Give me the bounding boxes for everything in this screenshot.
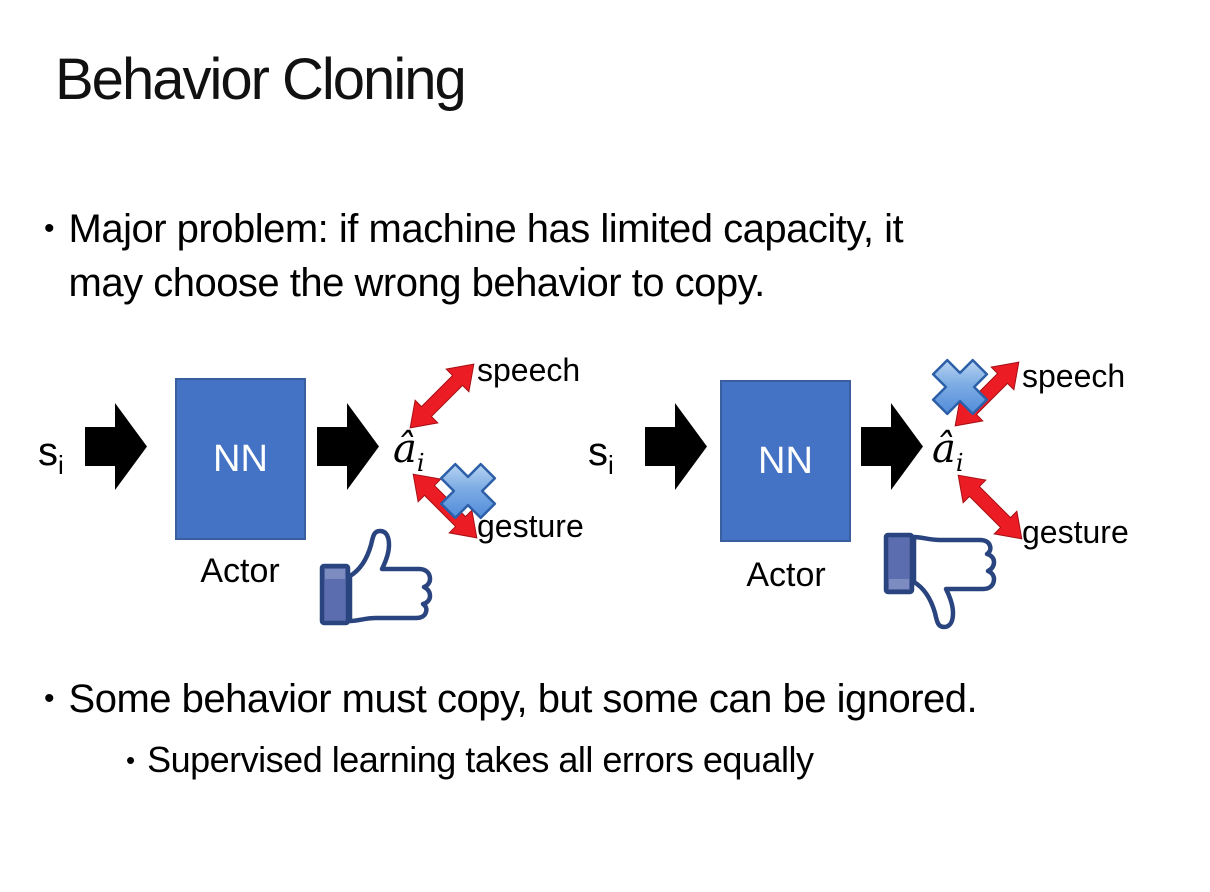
- bullet-major-problem-text: Major problem: if machine has limited ca…: [69, 202, 904, 310]
- page-title: Behavior Cloning: [55, 47, 467, 112]
- red-double-arrow-speech-icon: [409, 363, 475, 429]
- nn-label: NN: [213, 437, 268, 480]
- nn-label: NN: [758, 439, 813, 482]
- bullet-marker: •: [126, 745, 136, 775]
- output-action-label: âi: [393, 426, 425, 477]
- bullet-some-behavior-text: Some behavior must copy, but some can be…: [68, 677, 978, 721]
- actor-label: Actor: [746, 556, 826, 594]
- bullet-supervised-learning: • Supervised learning takes all errors e…: [126, 736, 814, 784]
- flow-arrow-icon: [861, 403, 923, 490]
- bullet-marker: •: [44, 212, 55, 245]
- blue-cross-icon: [439, 462, 497, 520]
- bullet-supervised-learning-text: Supervised learning takes all errors equ…: [147, 739, 814, 780]
- nn-box: NN: [720, 380, 851, 542]
- bullet-major-problem-line2: may choose the wrong behavior to copy.: [68, 261, 766, 305]
- input-state-label: si: [588, 430, 614, 480]
- thumbs-down-icon: [883, 532, 997, 630]
- flow-arrow-icon: [645, 403, 707, 490]
- gesture-label: gesture: [1022, 514, 1129, 550]
- red-double-arrow-gesture-icon: [957, 474, 1023, 540]
- bullet-some-behavior: • Some behavior must copy, but some can …: [44, 672, 978, 726]
- nn-box: NN: [175, 378, 306, 540]
- flow-arrow-icon: [317, 403, 379, 490]
- gesture-label: gesture: [477, 508, 584, 544]
- thumbs-up-icon: [319, 528, 433, 626]
- flow-arrow-icon: [85, 403, 147, 490]
- blue-cross-icon: [931, 358, 989, 416]
- bullet-major-problem-line1: Major problem: if machine has limited ca…: [68, 207, 904, 251]
- speech-label: speech: [1022, 358, 1126, 394]
- actor-label: Actor: [200, 552, 280, 590]
- speech-label: speech: [477, 352, 581, 388]
- bullet-major-problem: • Major problem: if machine has limited …: [44, 202, 904, 310]
- input-state-label: si: [38, 430, 64, 480]
- output-action-label: âi: [932, 426, 964, 477]
- bullet-marker: •: [44, 682, 55, 715]
